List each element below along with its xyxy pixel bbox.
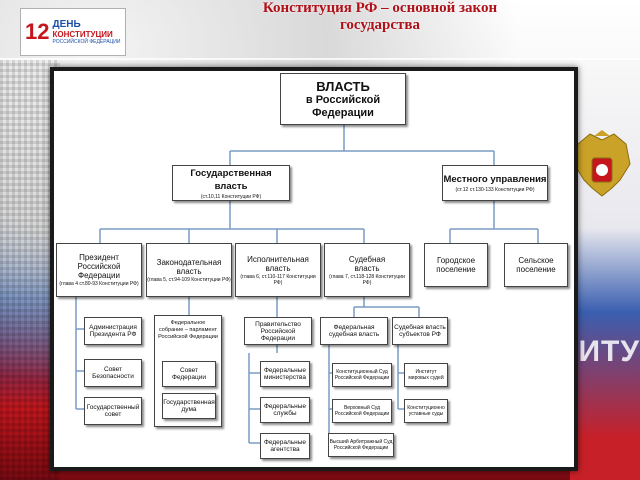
presidential-administration-box: Администрация Президента РФ [84,317,142,345]
government-line1: Правительство [255,320,301,328]
council-line2: Федерации [171,374,207,381]
root-line1: ВЛАСТЬ [316,78,370,94]
rural-line1: Сельское [518,256,554,265]
constitution-day-logo: 12 ДЕНЬ КОНСТИТУЦИИ РОССИЙСКОЙ ФЕДЕРАЦИИ [20,8,126,56]
federal-judicial-box: Федеральная судебная власть [320,317,388,345]
president-box: Президент Российской Федерации (глава 4 … [56,243,142,297]
assembly-line3: Российской Федерации [158,334,218,340]
connector-lines [75,125,539,444]
federation-council-box: Совет Федерации [162,361,216,387]
local-government-box: Местного управления (ст.12 ст.130-133 Ко… [442,165,548,201]
president-line1: Президент [79,253,119,262]
executive-line1: Исполнительная [247,254,309,264]
security-council-box: Совет Безопасности [84,359,142,387]
executive-line2: власть [265,263,291,273]
logo-day: ДЕНЬ [52,19,81,30]
state-title: Государственная власть [190,167,272,192]
ministries-line1: Федеральные [263,367,307,374]
statutory-line1: Конституционно [407,405,445,411]
arbitration-line1: Высший Арбитражный Суд [329,439,393,445]
flag-decoration [570,60,640,480]
security-line2: Безопасности [92,373,134,380]
government-box: Правительство Российской Федерации [244,317,312,345]
legislative-box: Законодательная власть (глава 5, ст.94-1… [146,243,232,297]
arbitration-line2: Российской Федерации [333,445,389,451]
agencies-line2: агентства [270,446,300,453]
slide-title: Конституция РФ – основной закон государс… [150,0,610,34]
state-power-box: Государственная власть (ст.10,11 Констит… [172,165,290,201]
federal-ministries-box: Федеральные министерства [260,361,310,387]
services-line2: службы [273,410,297,417]
logo-constitution: КОНСТИТУЦИИ [52,30,113,39]
federal-services-box: Федеральные службы [260,397,310,423]
legislative-sub: (глава 5, ст.94-109 Конституции РФ) [147,276,231,283]
duma-line1: Государственная [163,399,215,406]
rural-line2: поселение [516,265,556,274]
legislative-line1: Законодательная [156,257,222,267]
security-line1: Совет [103,366,123,373]
council-line1: Совет [179,367,199,374]
root-power-box: ВЛАСТЬ в Российской Федерации [280,73,406,125]
admin-line1: Администрация [89,324,137,331]
ministries-line2: министерства [264,374,306,381]
state-council-line1: Государственный [86,404,140,411]
subjects-judicial-box: Судебная власть субъектов РФ [392,317,448,345]
coat-of-arms-icon [573,130,631,197]
supreme-court-box: Верховный Суд Российской Федерации [332,399,392,423]
assembly-line1: Федеральное [170,320,206,326]
diagram-panel: ВЛАСТЬ в Российской Федерации Государств… [50,67,578,471]
supreme-line1: Верховный Суд [343,405,381,411]
statutory-courts-box: Конституционно уставные суды [404,399,448,423]
federal-judicial-line1: Федеральная [333,324,375,331]
magistrates-line1: Институт [415,369,437,375]
constitutional-line2: Российской Федерации [334,375,390,381]
subjects-judicial-line1: Судебная власть [394,324,446,331]
judicial-line2: власть [354,263,380,273]
subjects-judicial-line2: субъектов РФ [399,331,441,338]
judicial-line1: Судебная [348,254,386,264]
arbitration-court-box: Высший Арбитражный Суд Российской Федера… [328,433,394,457]
magistrates-box: Институт мировых судей [404,363,448,387]
statutory-line2: уставные суды [408,411,444,417]
assembly-line2: собрание – парламент [159,327,217,333]
federal-judicial-line2: судебная власть [328,331,380,338]
city-settlement-box: Городское поселение [424,243,488,287]
root-line2: в Российской Федерации [305,93,381,119]
government-line2: Российской Федерации [260,327,296,342]
duma-line2: дума [181,406,197,413]
city-line2: поселение [436,265,476,274]
logo-number: 12 [25,19,50,44]
rural-settlement-box: Сельское поселение [504,243,568,287]
agencies-line1: Федеральные [263,439,307,446]
local-sub: (ст.12 ст.130-133 Конституции РФ) [455,187,535,193]
president-sub: (глава 4 ст.80-93 Конституции РФ) [59,281,139,287]
supreme-line2: Российской Федерации [334,411,390,417]
executive-box: Исполнительная власть (глава 6, ст.110-1… [235,243,321,297]
president-line2: Российской Федерации [77,262,121,280]
constitutional-line1: Конституционный Суд [336,369,388,375]
magistrates-line2: мировых судей [408,375,444,381]
judicial-box: Судебная власть (глава 7, ст.118-128 Кон… [324,243,410,297]
state-sub: (ст.10,11 Конституции РФ) [200,193,262,200]
state-duma-box: Государственная дума [162,393,216,419]
state-council-box: Государственный совет [84,397,142,425]
legislative-line2: власть [176,266,202,276]
executive-sub: (глава 6, ст.110-117 Конституции РФ) [240,273,316,286]
local-title: Местного управления [443,174,547,185]
state-council-line2: совет [104,411,122,418]
federal-agencies-box: Федеральные агентства [260,433,310,459]
services-line1: Федеральные [263,403,307,410]
admin-line2: Президента РФ [89,331,137,338]
header-divider [0,58,640,60]
judicial-sub: (глава 7, ст.118-128 Конституции РФ) [329,273,405,286]
constitutional-court-box: Конституционный Суд Российской Федерации [332,363,392,387]
logo-country: РОССИЙСКОЙ ФЕДЕРАЦИИ [52,39,121,45]
slide-title-line2: государства [339,17,420,33]
slide-title-line1: Конституция РФ – основной закон [262,0,498,16]
city-line1: Городское [436,256,476,265]
